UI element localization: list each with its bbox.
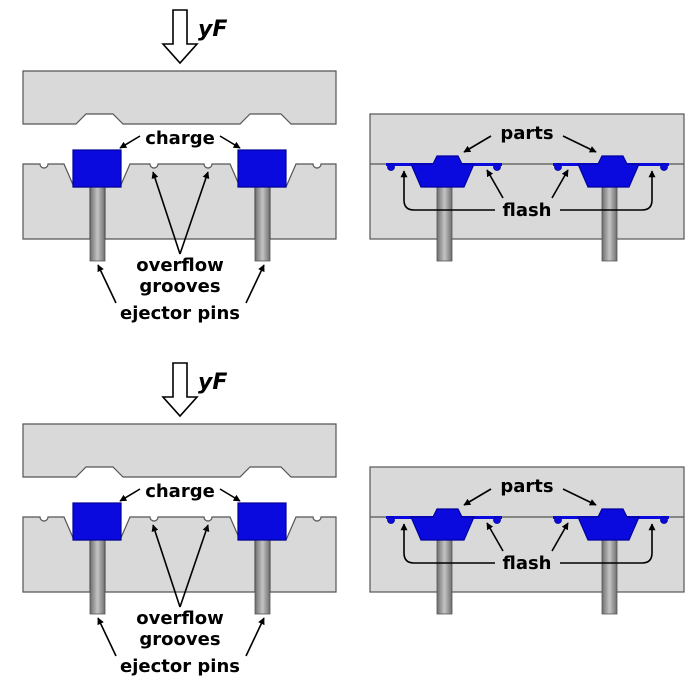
- ejector-pin: [89, 186, 106, 262]
- arrow-icon: [463, 488, 492, 506]
- charge-label: charge: [145, 481, 215, 502]
- molded-part: [410, 508, 475, 541]
- arrow-icon: [486, 169, 504, 199]
- arrow-icon: [119, 488, 141, 502]
- arrow-icon: [560, 523, 656, 564]
- callout-arrows: [97, 488, 265, 657]
- arrow-icon: [551, 522, 569, 552]
- grooves-label: grooves: [139, 629, 220, 650]
- closed-mold: parts flash: [369, 113, 685, 262]
- callout-arrows: [97, 135, 265, 304]
- molded-part: [577, 155, 640, 188]
- panel-bottom: yF charge overflow grooves ejector pins: [22, 362, 685, 677]
- force-arrow-icon: [161, 9, 199, 65]
- arrow-icon: [119, 135, 141, 149]
- flash-bead: [554, 516, 562, 524]
- arrow-icon: [245, 264, 265, 304]
- ejector-pin: [436, 186, 453, 262]
- arrow-icon: [551, 169, 569, 199]
- flash-label: flash: [502, 200, 551, 221]
- arrow-icon: [245, 617, 265, 657]
- arrow-icon: [97, 264, 117, 304]
- flash-bead: [493, 163, 501, 171]
- arrow-icon: [486, 522, 504, 552]
- arrow-icon: [562, 135, 597, 153]
- arrow-icon: [151, 171, 181, 255]
- arrow-icon: [400, 523, 495, 564]
- callout-arrows: [400, 488, 656, 564]
- charge-block: [72, 502, 122, 541]
- ejector-pin: [436, 539, 453, 615]
- overflow-label: overflow: [136, 608, 224, 629]
- charge-block: [237, 149, 287, 188]
- arrow-icon: [562, 488, 597, 506]
- arrow-icon: [219, 488, 241, 502]
- open-mold: yF charge overflow grooves ejector pins: [22, 9, 337, 324]
- ejector-pin: [254, 539, 271, 615]
- panel-top: yF charge overflow grooves ejector pins: [22, 9, 685, 324]
- overflow-label: overflow: [136, 255, 224, 276]
- arrow-icon: [463, 135, 492, 153]
- charge-block: [237, 502, 287, 541]
- flash-label: flash: [502, 553, 551, 574]
- molded-part: [410, 155, 475, 188]
- closed-mold: parts flash: [369, 466, 685, 615]
- ejector-pin: [254, 186, 271, 262]
- flash-bead: [660, 516, 668, 524]
- force-label: yF: [198, 370, 227, 395]
- parts-label: parts: [500, 476, 553, 497]
- lower-mold-half: [22, 516, 337, 593]
- parts-label: parts: [500, 123, 553, 144]
- ejector-pins-label: ejector pins: [120, 303, 240, 324]
- lower-mold-half: [22, 163, 337, 240]
- arrow-icon: [179, 524, 210, 608]
- ejector-pin: [601, 539, 618, 615]
- arrow-icon: [400, 170, 495, 211]
- arrow-icon: [560, 170, 656, 211]
- flash-bead: [493, 516, 501, 524]
- callout-arrows: [400, 135, 656, 211]
- molded-part: [577, 508, 640, 541]
- charge-label: charge: [145, 128, 215, 149]
- arrow-icon: [97, 617, 117, 657]
- ejector-pin: [89, 539, 106, 615]
- force-arrow-icon: [161, 362, 199, 418]
- arrow-icon: [179, 171, 210, 255]
- upper-mold-half: [22, 423, 337, 478]
- grooves-label: grooves: [139, 276, 220, 297]
- charge-block: [72, 149, 122, 188]
- force-label: yF: [198, 17, 227, 42]
- upper-mold-half: [22, 70, 337, 125]
- flash-bead: [387, 163, 395, 171]
- arrow-icon: [219, 135, 241, 149]
- open-mold: yF charge overflow grooves ejector pins: [22, 362, 337, 677]
- flash-bead: [660, 163, 668, 171]
- flash-bead: [554, 163, 562, 171]
- ejector-pin: [601, 186, 618, 262]
- ejector-pins-label: ejector pins: [120, 656, 240, 677]
- flash-bead: [387, 516, 395, 524]
- arrow-icon: [151, 524, 181, 608]
